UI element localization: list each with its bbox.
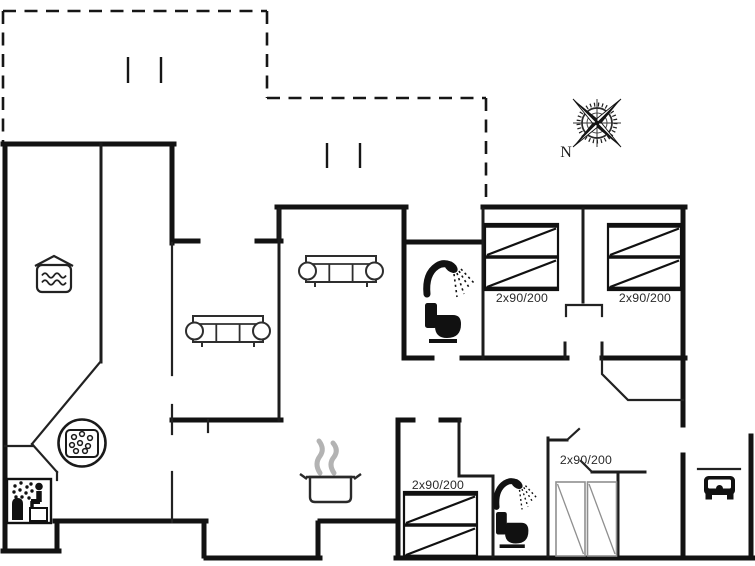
toilet-icon <box>496 512 529 548</box>
double-bed-icon <box>483 222 560 292</box>
walls-details <box>3 241 742 524</box>
sofa-icon <box>298 255 384 288</box>
compass-north-label: N <box>560 144 572 161</box>
double-bed-icon <box>402 490 479 560</box>
water-tank-icon <box>34 254 74 294</box>
bed-size-label: 2x90/200 <box>496 291 548 305</box>
walls-outer <box>0 141 755 561</box>
sauna-icon <box>5 477 53 525</box>
car-icon <box>704 476 735 500</box>
compass-rose-icon <box>572 98 622 148</box>
whirlpool-icon <box>57 418 107 468</box>
double-bed-icon <box>606 222 683 292</box>
bed-size-label: 2x90/200 <box>619 291 671 305</box>
shower-icon <box>496 477 536 510</box>
cooking-pot-icon <box>299 438 362 504</box>
bed-size-label: 2x90/200 <box>412 478 464 492</box>
terrace-door-marks <box>126 57 362 168</box>
bed-size-label: 2x90/200 <box>560 453 612 467</box>
bunk-bed-icon <box>555 481 618 557</box>
shower-icon <box>427 259 474 297</box>
toilet-icon <box>425 303 461 343</box>
sofa-icon <box>185 315 271 348</box>
walls-interior <box>99 142 647 558</box>
terrace-outline <box>1 9 488 203</box>
